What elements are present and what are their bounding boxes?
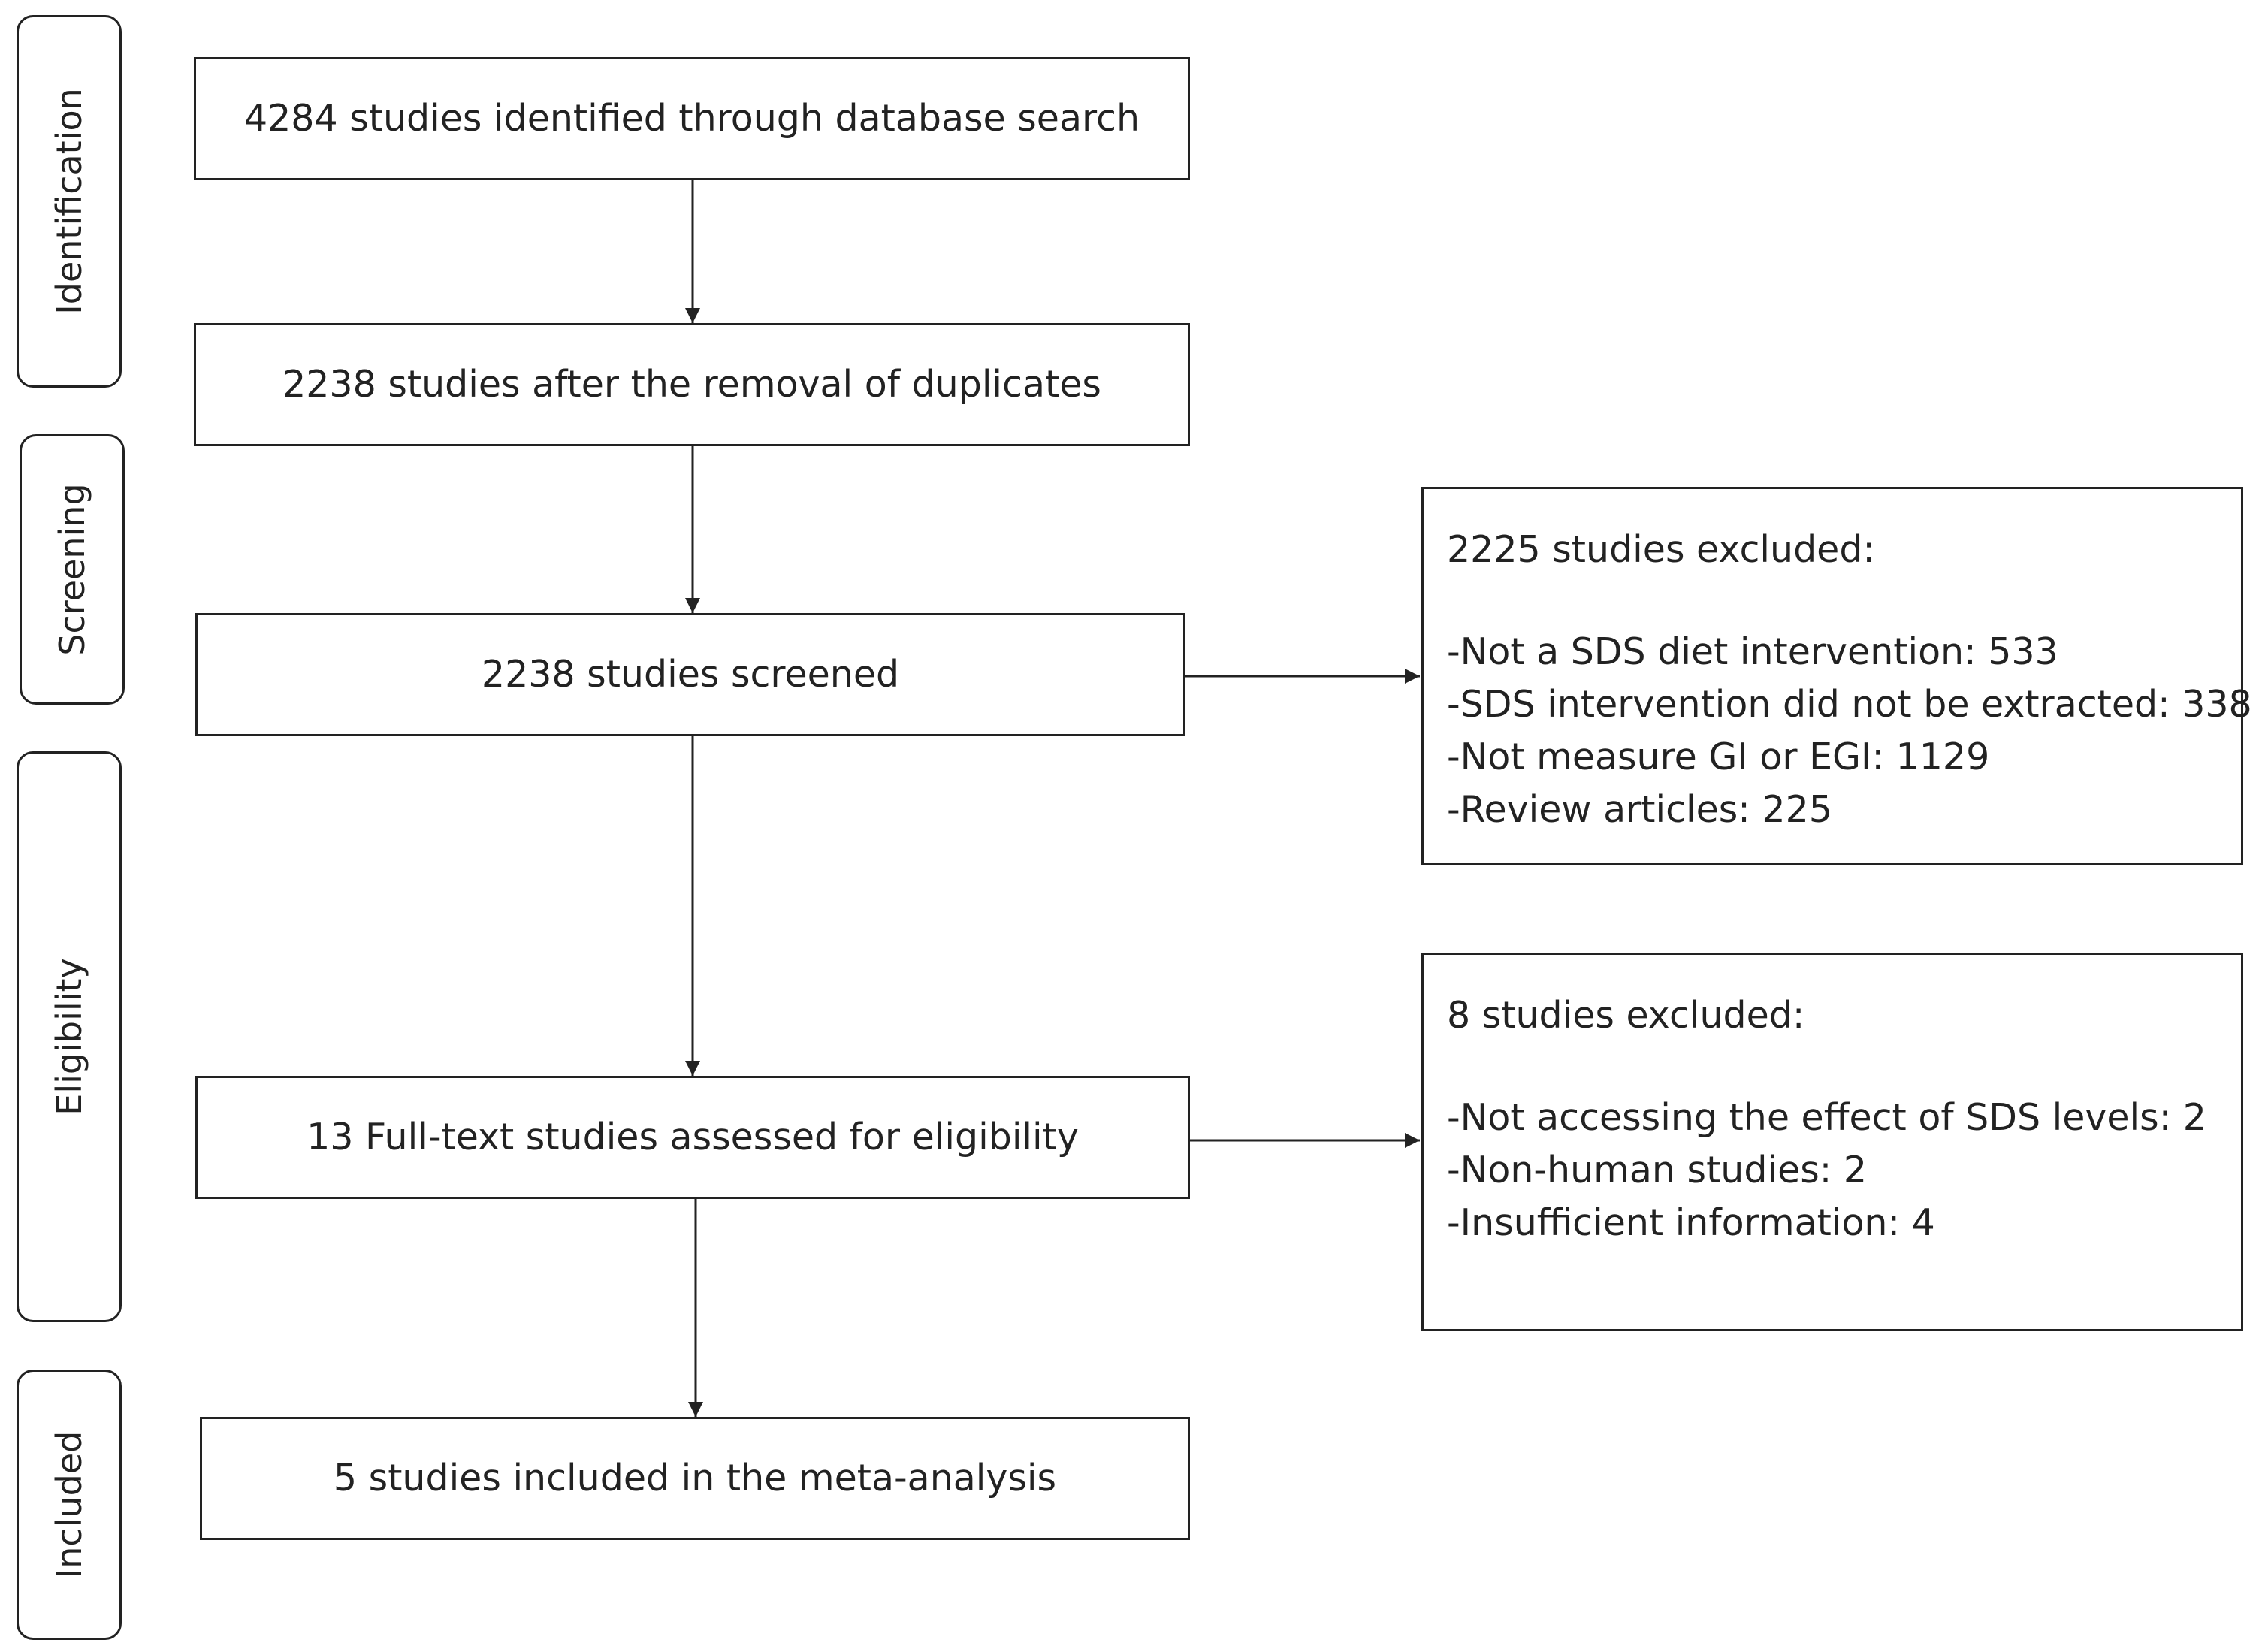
eligibility-exclusion-item: -Not accessing the effect of SDS levels:… bbox=[1447, 1096, 2206, 1139]
stage-included: Included bbox=[17, 1370, 122, 1640]
screening-exclusion-item: -SDS intervention did not be extracted: … bbox=[1447, 683, 2252, 726]
included-box: 5 studies included in the meta-analysis bbox=[200, 1417, 1190, 1540]
screening-exclusion-item: -Not a SDS diet intervention: 533 bbox=[1447, 630, 2058, 673]
included-text: 5 studies included in the meta-analysis bbox=[333, 1456, 1057, 1499]
fulltext-box: 13 Full-text studies assessed for eligib… bbox=[195, 1076, 1190, 1199]
screening-exclusions-box: 2225 studies excluded: -Not a SDS diet i… bbox=[1421, 487, 2252, 865]
screening-exclusion-item: -Review articles: 225 bbox=[1447, 788, 1832, 831]
screened-box: 2238 studies screened bbox=[195, 613, 1185, 736]
stage-identification: Identification bbox=[17, 15, 122, 388]
fulltext-text: 13 Full-text studies assessed for eligib… bbox=[307, 1115, 1079, 1158]
eligibility-exclusions-box: 8 studies excluded: -Not accessing the e… bbox=[1421, 953, 2243, 1331]
screening-exclusions-title: 2225 studies excluded: bbox=[1447, 528, 1875, 571]
deduplicated-box: 2238 studies after the removal of duplic… bbox=[194, 323, 1190, 446]
screened-text: 2238 studies screened bbox=[481, 652, 900, 696]
stage-eligibility: Eligibility bbox=[17, 751, 122, 1322]
identified-box: 4284 studies identified through database… bbox=[194, 57, 1190, 180]
eligibility-exclusion-item: -Insufficient information: 4 bbox=[1447, 1201, 1935, 1244]
eligibility-exclusion-item: -Non-human studies: 2 bbox=[1447, 1149, 1868, 1191]
screening-exclusion-item: -Not measure GI or EGI: 1129 bbox=[1447, 735, 1990, 778]
eligibility-exclusions-title: 8 studies excluded: bbox=[1447, 994, 1805, 1037]
identified-text: 4284 studies identified through database… bbox=[243, 96, 1140, 140]
stage-screening: Screening bbox=[20, 434, 125, 705]
deduplicated-text: 2238 studies after the removal of duplic… bbox=[282, 362, 1101, 406]
